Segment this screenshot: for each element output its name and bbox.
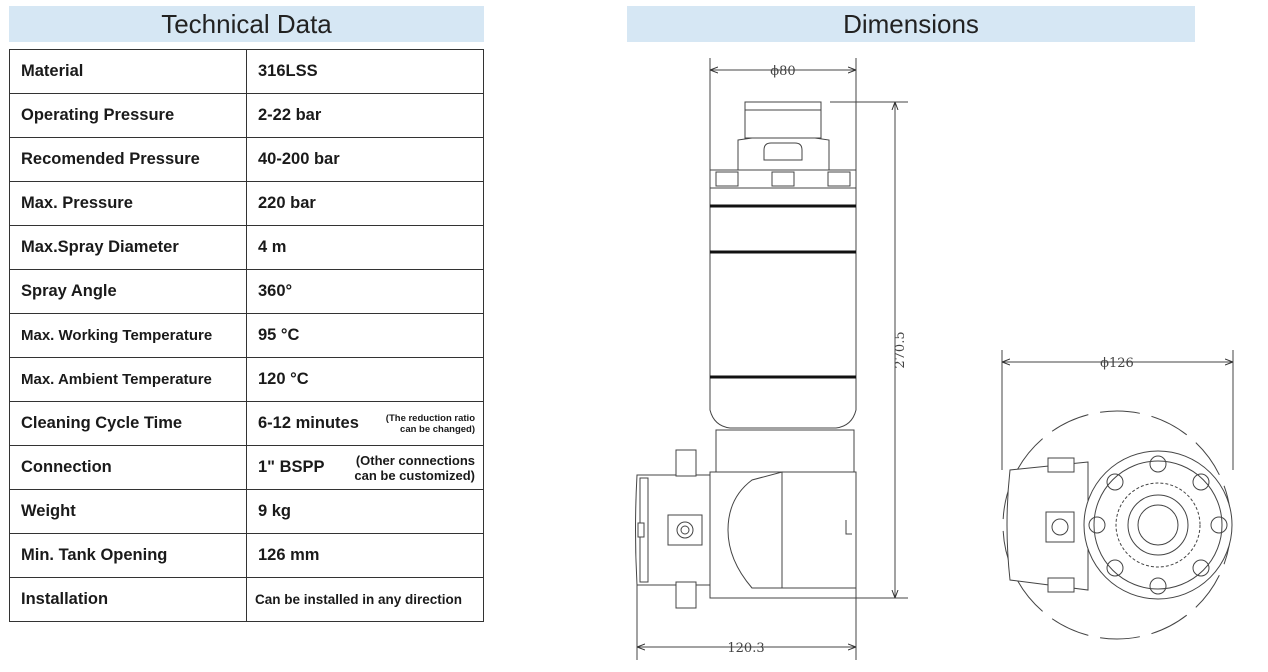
end-view <box>1001 350 1234 640</box>
spec-label: Min. Tank Opening <box>9 533 247 578</box>
end-flange-inner <box>1093 460 1223 590</box>
housing-detail <box>845 520 852 535</box>
spec-value: 95 °C <box>246 313 484 358</box>
top-connector <box>744 101 822 139</box>
bolt-hole <box>1149 577 1167 595</box>
height-label: 270.5 <box>893 331 908 368</box>
spec-label: Operating Pressure <box>9 93 247 138</box>
spec-value: 126 mm <box>246 533 484 578</box>
spec-label: Recomended Pressure <box>9 137 247 182</box>
side-bolt-top <box>675 449 697 477</box>
side-pin <box>637 522 645 538</box>
spec-label: Connection <box>9 445 247 490</box>
spec-note-line: (The reduction ratio <box>385 412 475 424</box>
width-label: 120.3 <box>727 641 764 656</box>
spec-label: Material <box>9 49 247 94</box>
spec-note-line: can be customized) <box>354 467 475 483</box>
table-row: Max. Pressure 220 bar <box>9 181 484 226</box>
spec-label: Weight <box>9 489 247 534</box>
table-row: Max.Spray Diameter 4 m <box>9 225 484 270</box>
bottom-diameter-label: ϕ126 <box>1100 356 1134 371</box>
spec-label: Max. Working Temperature <box>9 313 247 358</box>
spec-note-line: can be changed) <box>400 423 475 435</box>
flange-bolt <box>771 171 795 187</box>
cylinder-body <box>709 187 857 429</box>
spec-note: (The reduction ratio can be changed) <box>386 413 475 435</box>
spec-value: 1" BSPP <box>258 458 325 476</box>
bolt-hole <box>1106 473 1124 491</box>
spec-value-cell: 6-12 minutes (The reduction ratio can be… <box>246 401 484 446</box>
table-row: Installation Can be installed in any dir… <box>9 577 484 622</box>
flange-bolt-holes <box>1088 455 1228 595</box>
end-flange <box>1083 450 1233 600</box>
top-diameter-label: ϕ80 <box>770 64 795 79</box>
bolt-hole <box>1192 473 1210 491</box>
end-bore <box>1127 494 1189 556</box>
spec-label: Max. Pressure <box>9 181 247 226</box>
table-row: Min. Tank Opening 126 mm <box>9 533 484 578</box>
spec-value: 9 kg <box>246 489 484 534</box>
spec-value-cell: 1" BSPP (Other connections can be custom… <box>246 445 484 490</box>
end-gear <box>1115 482 1201 568</box>
side-plug-center <box>680 525 690 535</box>
spec-value: 6-12 minutes <box>258 414 359 432</box>
side-view <box>635 58 908 660</box>
flange-bolt <box>827 171 851 187</box>
end-bolt-bottom <box>1047 577 1075 593</box>
spec-label: Spray Angle <box>9 269 247 314</box>
spec-label: Cleaning Cycle Time <box>9 401 247 446</box>
technical-data-title: Technical Data <box>9 6 484 42</box>
spec-value: Can be installed in any direction <box>246 577 484 622</box>
spec-value: 2-22 bar <box>246 93 484 138</box>
spec-value: 4 m <box>246 225 484 270</box>
end-bolt-top <box>1047 457 1075 473</box>
dimension-drawing: ϕ80 270.5 120.3 ϕ126 <box>635 58 1234 660</box>
spec-value: 120 °C <box>246 357 484 402</box>
nozzle-head <box>727 471 783 589</box>
table-row: Max. Working Temperature 95 °C <box>9 313 484 358</box>
table-row: Material 316LSS <box>9 49 484 94</box>
bolt-hole <box>1088 516 1106 534</box>
bolt-hole <box>1106 559 1124 577</box>
spec-value: 360° <box>246 269 484 314</box>
spec-note: (Other connections can be customized) <box>354 453 475 483</box>
dimensions-title: Dimensions <box>627 6 1195 42</box>
table-row: Operating Pressure 2-22 bar <box>9 93 484 138</box>
table-row: Connection 1" BSPP (Other connections ca… <box>9 445 484 490</box>
technical-data-table: Material 316LSS Operating Pressure 2-22 … <box>9 49 484 622</box>
bolt-hole <box>1149 455 1167 473</box>
end-plug-center <box>1051 518 1069 536</box>
end-plug <box>1045 511 1075 543</box>
spec-value: 316LSS <box>246 49 484 94</box>
bolt-hole <box>1192 559 1210 577</box>
spec-note-line: (Other connections <box>355 452 475 468</box>
table-row: Cleaning Cycle Time 6-12 minutes (The re… <box>9 401 484 446</box>
table-row: Max. Ambient Temperature 120 °C <box>9 357 484 402</box>
connector-window <box>763 142 803 161</box>
spec-value: 220 bar <box>246 181 484 226</box>
table-row: Spray Angle 360° <box>9 269 484 314</box>
spec-label: Max.Spray Diameter <box>9 225 247 270</box>
table-row: Recomended Pressure 40-200 bar <box>9 137 484 182</box>
bolt-hole <box>1210 516 1228 534</box>
lower-housing <box>715 429 855 473</box>
spec-label: Max. Ambient Temperature <box>9 357 247 402</box>
spec-label: Installation <box>9 577 247 622</box>
spec-value: 40-200 bar <box>246 137 484 182</box>
side-bolt-bottom <box>675 581 697 609</box>
flange-bolt <box>715 171 739 187</box>
end-bore-inner <box>1137 504 1179 546</box>
table-row: Weight 9 kg <box>9 489 484 534</box>
